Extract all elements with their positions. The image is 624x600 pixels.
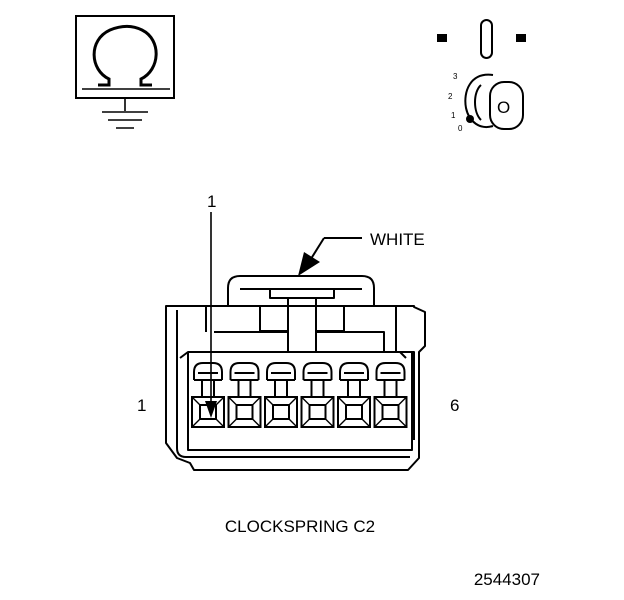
terminal-cavity-4 bbox=[300, 362, 335, 428]
position-label-2: 2 bbox=[448, 92, 453, 101]
cavity-outer bbox=[227, 396, 262, 428]
cavity-chamfer bbox=[337, 396, 371, 428]
key-bow-inner bbox=[474, 84, 482, 121]
cavity-bank-top bbox=[179, 351, 407, 359]
terminal-cavity-6 bbox=[373, 362, 408, 428]
terminal-cavity-2 bbox=[227, 362, 262, 428]
terminal-head bbox=[229, 362, 260, 380]
key-text: O bbox=[497, 98, 510, 117]
terminal-neck bbox=[237, 380, 252, 396]
housing-inner-right bbox=[395, 306, 415, 440]
latch-sides bbox=[259, 306, 345, 332]
housing-inner-left bbox=[176, 310, 410, 458]
connector-name: CLOCKSPRING C2 bbox=[225, 517, 375, 536]
position-label-1: 1 bbox=[451, 111, 456, 120]
cavity-inner bbox=[381, 404, 400, 420]
ohmmeter-frame bbox=[75, 15, 175, 99]
key-slot-icon bbox=[480, 19, 493, 59]
key-head bbox=[489, 81, 524, 130]
terminal-head bbox=[375, 362, 406, 380]
cavity-bank bbox=[187, 352, 413, 451]
ohmmeter-icon bbox=[75, 15, 175, 129]
cavity-outer bbox=[264, 396, 298, 428]
key-bow-left bbox=[464, 73, 494, 128]
position-label-3: 3 bbox=[453, 72, 458, 81]
terminal-neck bbox=[310, 380, 325, 396]
connector-housing bbox=[165, 275, 426, 471]
callout-arrowhead bbox=[205, 401, 217, 418]
housing-outline bbox=[165, 305, 426, 471]
white-callout bbox=[298, 237, 362, 276]
figure-number: 2544307 bbox=[474, 570, 540, 589]
latch-tab bbox=[269, 289, 335, 299]
position-label-0: 0 bbox=[458, 124, 463, 133]
cavity-outer bbox=[337, 396, 371, 428]
pin-1-callout bbox=[205, 212, 217, 418]
terminal-neck bbox=[201, 380, 215, 396]
cavity-outer bbox=[191, 396, 225, 428]
terminal-cavities bbox=[191, 362, 408, 428]
terminal-cavity-5 bbox=[337, 362, 371, 428]
color-label: WHITE bbox=[370, 230, 425, 249]
cavity-inner bbox=[235, 404, 254, 420]
cavity-inner bbox=[345, 404, 363, 420]
disconnect-mark-right bbox=[516, 34, 526, 42]
cavity-chamfer bbox=[264, 396, 298, 428]
terminal-head bbox=[266, 362, 296, 380]
right-pin-label: 6 bbox=[450, 396, 459, 415]
cavity-outer bbox=[373, 396, 408, 428]
terminal-head bbox=[339, 362, 369, 380]
terminal-cavity-1 bbox=[191, 362, 225, 428]
position-indicator-dot bbox=[466, 115, 474, 123]
cavity-inner bbox=[272, 404, 290, 420]
terminal-head bbox=[193, 362, 223, 380]
white-arrowhead bbox=[298, 252, 320, 276]
terminal-cavity-3 bbox=[264, 362, 298, 428]
housing-ledge bbox=[214, 331, 385, 352]
cavity-outer bbox=[300, 396, 335, 428]
terminal-neck bbox=[383, 380, 398, 396]
cavity-chamfer bbox=[228, 396, 261, 428]
cavity-chamfer bbox=[301, 396, 334, 428]
terminal-neck bbox=[347, 380, 361, 396]
cavity-inner bbox=[308, 404, 327, 420]
disconnect-mark-left bbox=[437, 34, 447, 42]
pin-callout-label: 1 bbox=[207, 192, 216, 211]
terminal-neck bbox=[274, 380, 288, 396]
ignition-switch-icon: O 3 2 1 0 bbox=[437, 19, 526, 133]
key-icon bbox=[464, 73, 524, 130]
latch-outer bbox=[227, 275, 375, 306]
left-pin-label: 1 bbox=[137, 396, 146, 415]
terminal-head bbox=[302, 362, 333, 380]
cavity-chamfer bbox=[191, 396, 225, 428]
ohm-symbol bbox=[92, 24, 158, 87]
cavity-chamfer bbox=[374, 396, 407, 428]
